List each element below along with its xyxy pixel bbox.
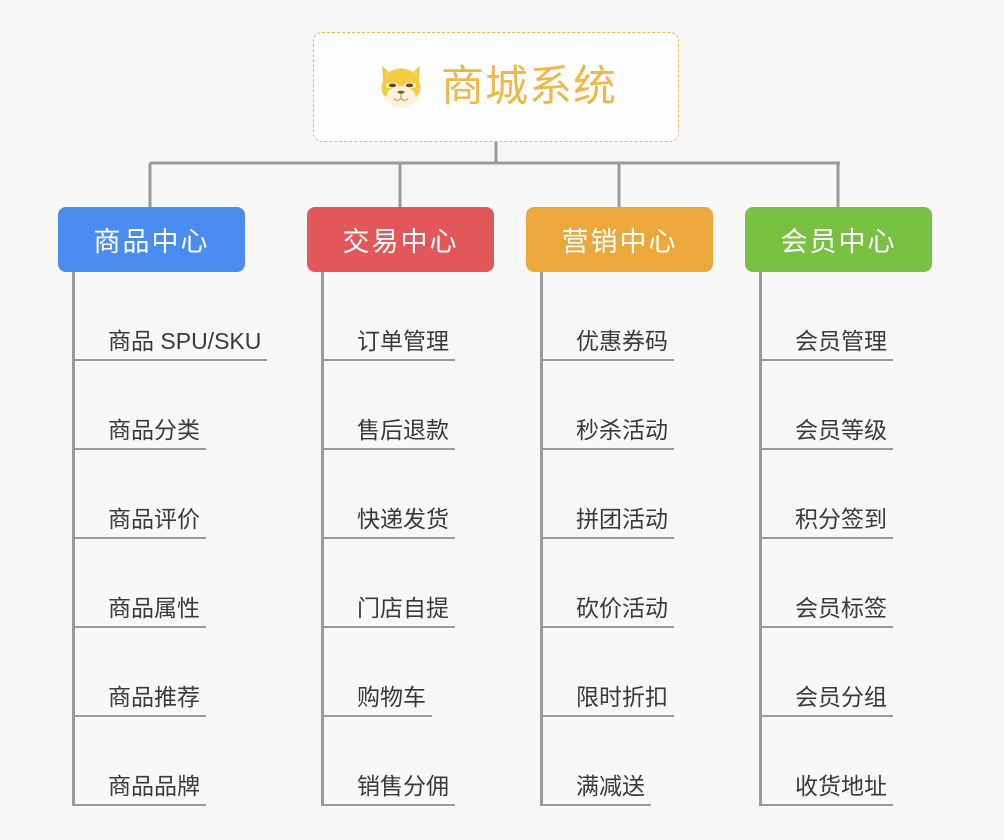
leaf-label: 会员标签 <box>795 594 887 621</box>
category-column: 商品中心商品 SPU/SKU 商品分类商品评价商品属性商品推荐商品品牌 <box>58 207 267 806</box>
leaf-underline <box>324 537 455 539</box>
category-header[interactable]: 交易中心 <box>307 207 494 272</box>
leaf-list: 会员管理会员等级积分签到会员标签会员分组收货地址 <box>759 272 932 806</box>
leaf-label: 会员管理 <box>795 327 887 354</box>
category-header[interactable]: 商品中心 <box>58 207 245 272</box>
leaf-item[interactable]: 限时折扣 <box>543 628 713 717</box>
leaf-underline <box>543 359 674 361</box>
category-header[interactable]: 会员中心 <box>745 207 932 272</box>
leaf-underline <box>75 804 206 806</box>
leaf-underline <box>543 804 651 806</box>
leaf-item[interactable]: 商品 SPU/SKU <box>75 272 267 361</box>
leaf-label: 商品分类 <box>108 416 200 443</box>
leaf-label: 限时折扣 <box>576 683 668 710</box>
leaf-item[interactable]: 会员管理 <box>762 272 932 361</box>
category-column: 营销中心优惠券码秒杀活动拼团活动砍价活动限时折扣满减送 <box>526 207 713 806</box>
leaf-item[interactable]: 收货地址 <box>762 717 932 806</box>
leaf-underline <box>543 626 674 628</box>
leaf-underline <box>75 448 206 450</box>
root-node[interactable]: 商城系统 <box>313 32 679 142</box>
leaf-label: 会员等级 <box>795 416 887 443</box>
leaf-underline <box>762 359 893 361</box>
leaf-underline <box>543 448 674 450</box>
leaf-underline <box>543 537 674 539</box>
leaf-label: 门店自提 <box>357 594 449 621</box>
leaf-underline <box>75 626 206 628</box>
category-column: 交易中心订单管理售后退款快递发货门店自提购物车销售分佣 <box>307 207 494 806</box>
leaf-label: 销售分佣 <box>357 772 449 799</box>
leaf-underline <box>324 804 455 806</box>
leaf-label: 购物车 <box>357 683 426 710</box>
leaf-label: 会员分组 <box>795 683 887 710</box>
leaf-label: 快递发货 <box>357 505 449 532</box>
leaf-label: 砍价活动 <box>576 594 668 621</box>
leaf-label: 商品评价 <box>108 505 200 532</box>
leaf-item[interactable]: 购物车 <box>324 628 494 717</box>
leaf-item[interactable]: 商品推荐 <box>75 628 245 717</box>
leaf-label: 商品品牌 <box>108 772 200 799</box>
leaf-underline <box>324 626 455 628</box>
leaf-item[interactable]: 商品分类 <box>75 361 245 450</box>
leaf-underline <box>762 448 893 450</box>
leaf-underline <box>75 715 206 717</box>
leaf-label: 订单管理 <box>357 327 449 354</box>
leaf-list: 商品 SPU/SKU 商品分类商品评价商品属性商品推荐商品品牌 <box>72 272 267 806</box>
leaf-item[interactable]: 积分签到 <box>762 450 932 539</box>
shiba-inu-dog-face-icon <box>381 65 421 109</box>
leaf-item[interactable]: 秒杀活动 <box>543 361 713 450</box>
leaf-item[interactable]: 商品品牌 <box>75 717 245 806</box>
leaf-underline <box>324 359 455 361</box>
leaf-underline <box>762 537 893 539</box>
leaf-item[interactable]: 砍价活动 <box>543 539 713 628</box>
leaf-underline <box>762 715 893 717</box>
leaf-underline <box>324 448 455 450</box>
category-column: 会员中心会员管理会员等级积分签到会员标签会员分组收货地址 <box>745 207 932 806</box>
leaf-item[interactable]: 拼团活动 <box>543 450 713 539</box>
leaf-item[interactable]: 售后退款 <box>324 361 494 450</box>
leaf-label: 积分签到 <box>795 505 887 532</box>
leaf-item[interactable]: 销售分佣 <box>324 717 494 806</box>
leaf-underline <box>543 715 674 717</box>
leaf-underline <box>762 626 893 628</box>
leaf-label: 拼团活动 <box>576 505 668 532</box>
root-title: 商城系统 <box>441 62 617 111</box>
leaf-underline <box>324 715 432 717</box>
leaf-label: 满减送 <box>576 772 645 799</box>
leaf-label: 商品 SPU/SKU <box>108 327 262 354</box>
leaf-label: 商品属性 <box>108 594 200 621</box>
leaf-item[interactable]: 商品评价 <box>75 450 245 539</box>
leaf-item[interactable]: 满减送 <box>543 717 713 806</box>
leaf-label: 收货地址 <box>795 772 887 799</box>
leaf-item[interactable]: 商品属性 <box>75 539 245 628</box>
leaf-underline <box>762 804 893 806</box>
leaf-item[interactable]: 门店自提 <box>324 539 494 628</box>
leaf-item[interactable]: 订单管理 <box>324 272 494 361</box>
leaf-label: 售后退款 <box>357 416 449 443</box>
leaf-label: 优惠券码 <box>576 327 668 354</box>
leaf-item[interactable]: 优惠券码 <box>543 272 713 361</box>
leaf-label: 秒杀活动 <box>576 416 668 443</box>
leaf-underline <box>75 537 206 539</box>
leaf-item[interactable]: 快递发货 <box>324 450 494 539</box>
leaf-item[interactable]: 会员等级 <box>762 361 932 450</box>
category-header[interactable]: 营销中心 <box>526 207 713 272</box>
leaf-item[interactable]: 会员标签 <box>762 539 932 628</box>
leaf-item[interactable]: 会员分组 <box>762 628 932 717</box>
leaf-list: 订单管理售后退款快递发货门店自提购物车销售分佣 <box>321 272 494 806</box>
leaf-label: 商品推荐 <box>108 683 200 710</box>
leaf-list: 优惠券码秒杀活动拼团活动砍价活动限时折扣满减送 <box>540 272 713 806</box>
leaf-underline <box>75 359 267 361</box>
